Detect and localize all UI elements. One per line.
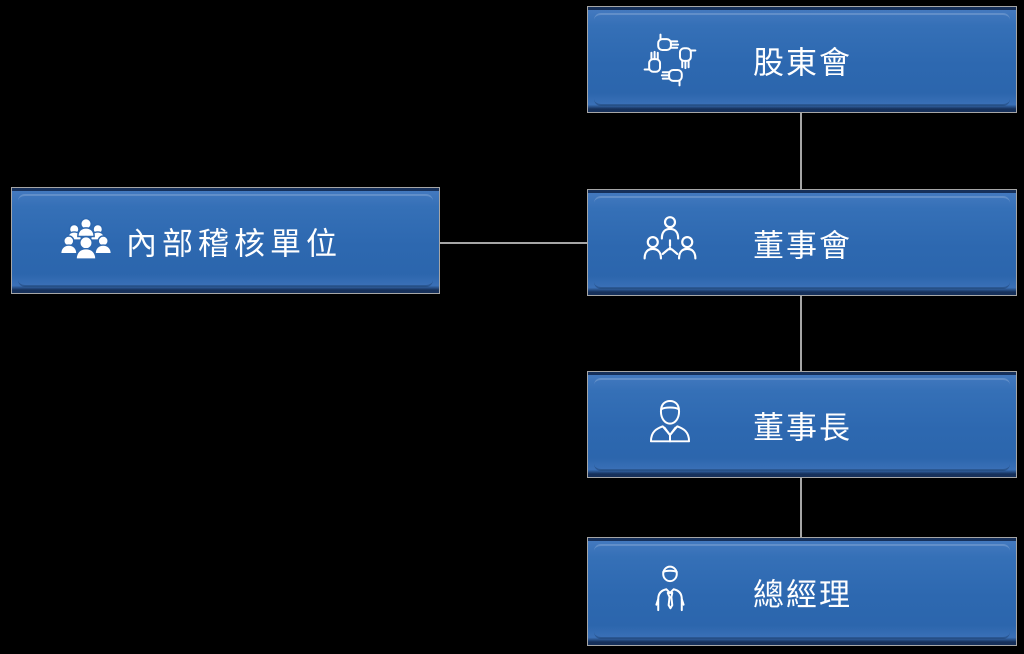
teamwork-hands-icon	[641, 31, 699, 89]
node-label: 內部稽核單位	[126, 226, 342, 261]
node-label: 董事會	[753, 228, 852, 263]
node-internal-audit: 內部稽核單位	[11, 188, 440, 293]
manager-tie-icon	[641, 563, 699, 621]
node-shareholders: 股東會	[587, 7, 1017, 112]
node-general-manager: 總經理	[587, 538, 1017, 645]
node-board: 董事會	[587, 190, 1017, 295]
node-chairman: 董事長	[587, 372, 1017, 477]
connector-internal-audit-board	[440, 242, 587, 244]
node-label: 總經理	[753, 577, 852, 612]
businessman-icon	[641, 396, 699, 454]
people-group-icon	[57, 212, 115, 270]
connector-shareholders-board	[800, 112, 802, 190]
node-label: 董事長	[753, 410, 852, 445]
node-label: 股東會	[753, 45, 852, 80]
meeting-people-icon	[641, 214, 699, 272]
connector-board-chairman	[800, 295, 802, 372]
connector-chairman-general-manager	[800, 477, 802, 538]
